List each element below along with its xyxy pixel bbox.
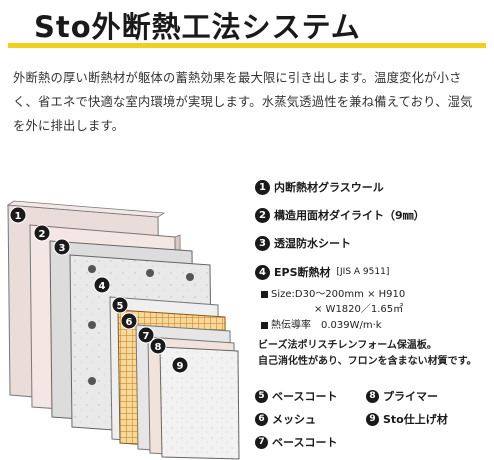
diagram-badge-8: 8 [149,337,167,355]
diagram-badge-7-label: 7 [143,331,150,342]
legend-badge-1: 1 [255,179,270,195]
legend-item-8: 8 プライマー [366,388,438,404]
legend-label-7: ベースコート [272,436,338,449]
bullet-square-icon [261,321,268,329]
diagram-badge-4: 4 [93,276,111,294]
legend-item-7: 7 ベースコート [255,434,337,450]
legend-label-6: メッシュ [272,413,316,426]
diagram-badge-6: 6 [120,312,138,330]
legend-item-4: 4 EPS断熱材 [JIS A 9511] [255,264,389,280]
legend-label-8: プライマー [383,390,438,403]
diagram-badge-9-label: 9 [177,361,184,372]
title-underline [8,43,486,48]
eps-size-text1: Size:D30～200mm × H910 [271,289,406,300]
bullet-square-icon [261,290,268,298]
legend-item-6: 6 メッシュ [255,411,316,427]
eps-fastener-icons [88,265,194,385]
legend-badge-4: 4 [255,264,270,280]
eps-desc-line1: ビーズ法ポリスチレンフォーム保温板。 [258,340,437,351]
legend-badge-5: 5 [255,389,268,403]
eps-conductivity-text: 熱伝導率 0.039W/m·k [271,320,382,331]
legend-label-9: Sto仕上げ材 [383,413,448,426]
eps-size-line2: × W1820／1.65㎡ [314,304,404,315]
legend-item-3: 3 透湿防水シート [255,235,351,251]
legend-label-4: EPS断熱材 [274,266,331,279]
diagram-badge-2: 2 [33,224,51,242]
page-title: Sto外断熱工法システム [34,10,361,44]
eps-size-line1: Size:D30～200mm × H910 [261,285,405,300]
diagram-badge-3-label: 3 [59,243,66,254]
layer-9-finish [159,346,240,460]
diagram-badge-3: 3 [53,238,71,256]
diagram-badge-5: 5 [111,296,129,314]
legend-standard-4: [JIS A 9511] [336,267,390,277]
diagram-badge-8-label: 8 [155,342,162,353]
diagram-badge-1: 1 [9,206,27,224]
eps-desc-line2: 自己消化性があり、フロンを含まない材質です。 [258,356,477,367]
legend-badge-3: 3 [255,235,270,251]
legend-label-1: 内断熱材グラスウール [274,181,384,194]
diagram-badge-4-label: 4 [99,281,106,292]
wall-layer-diagram: 1 2 3 4 5 6 7 8 9 [6,200,240,460]
diagram-badge-7: 7 [137,326,155,344]
eps-conductivity: 熱伝導率 0.039W/m·k [261,316,382,331]
legend-label-5: ベースコート [272,390,338,403]
legend-label-3: 透湿防水シート [274,237,351,250]
diagram-badge-6-label: 6 [126,317,133,328]
diagram-badge-5-label: 5 [117,301,124,312]
diagram-badge-2-label: 2 [39,229,46,240]
legend-item-9: 9 Sto仕上げ材 [366,411,448,427]
legend-item-5: 5 ベースコート [255,388,337,404]
legend-badge-7: 7 [255,435,268,449]
legend-item-2: 2 構造用面材ダイライト（9㎜） [255,207,425,223]
diagram-badge-9: 9 [171,356,189,374]
legend-badge-9: 9 [366,412,379,426]
diagram-badge-1-label: 1 [15,211,22,222]
legend-badge-2: 2 [255,207,270,223]
legend-badge-8: 8 [366,389,379,403]
intro-paragraph: 外断熱の厚い断熱材が躯体の蓄熱効果を最大限に引き出します。温度変化が小さく、省エ… [13,71,473,133]
legend-item-1: 1 内断熱材グラスウール [255,179,384,195]
diagram-badges: 1 2 3 4 5 6 7 8 9 [9,206,189,374]
legend-badge-6: 6 [255,412,268,426]
legend-label-2: 構造用面材ダイライト（9㎜） [274,209,425,222]
